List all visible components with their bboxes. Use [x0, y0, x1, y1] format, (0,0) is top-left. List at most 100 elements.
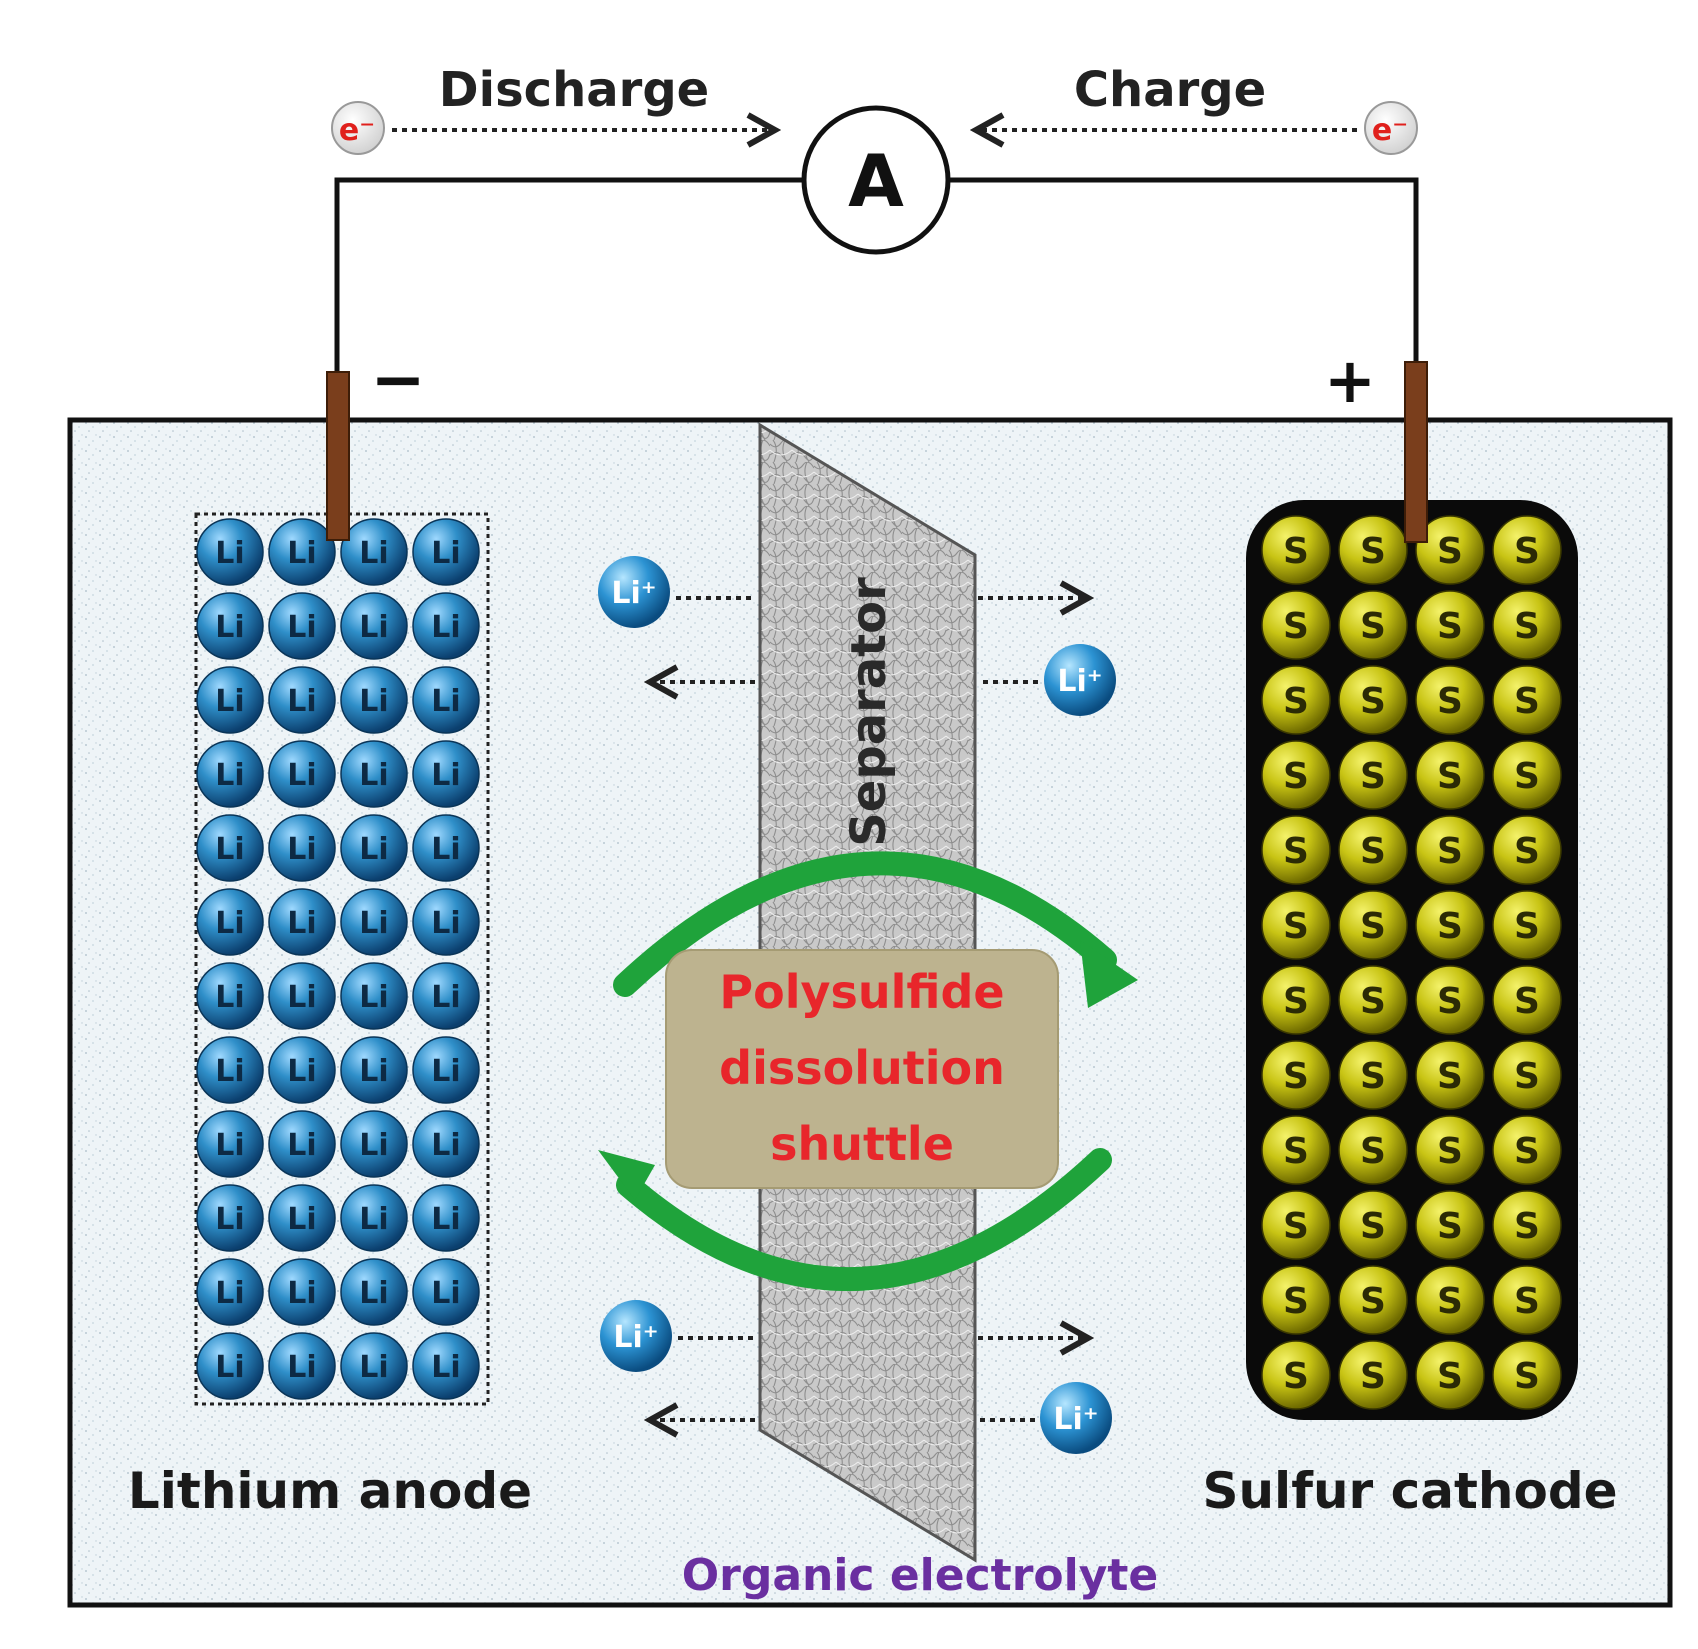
lithium-atom-label: Li: [287, 1202, 316, 1237]
lithium-atom: Li: [196, 962, 264, 1030]
lithium-atom: Li: [196, 1184, 264, 1252]
sulfur-atom-label: S: [1437, 1356, 1463, 1397]
lithium-atom-label: Li: [287, 758, 316, 793]
sulfur-atom-label: S: [1360, 756, 1386, 797]
sulfur-atom: S: [1415, 665, 1485, 735]
lithium-atom-label: Li: [431, 536, 460, 571]
lithium-atom-label: Li: [431, 832, 460, 867]
lithium-atom: Li: [340, 740, 408, 808]
sulfur-atom: S: [1492, 890, 1562, 960]
sulfur-atom: S: [1261, 1115, 1331, 1185]
lithium-ion-label: Li⁺: [613, 1320, 658, 1355]
shuttle-arrowhead-top: [1080, 940, 1138, 1008]
external-circuit: A: [334, 105, 1419, 400]
lithium-atom: Li: [196, 1036, 264, 1104]
lithium-atom: Li: [268, 1184, 336, 1252]
lithium-atom: Li: [196, 740, 264, 808]
sulfur-atom-label: S: [1360, 1056, 1386, 1097]
lithium-atom: Li: [412, 1036, 480, 1104]
sulfur-atom: S: [1492, 815, 1562, 885]
lithium-ion-top-left: Li⁺: [598, 556, 670, 628]
discharge-label: Discharge: [439, 62, 709, 118]
lithium-atom: Li: [196, 518, 264, 586]
sulfur-atom: S: [1338, 965, 1408, 1035]
sulfur-atom: S: [1261, 515, 1331, 585]
sulfur-atom: S: [1492, 1115, 1562, 1185]
lithium-ion-bottom-left: Li⁺: [600, 1300, 672, 1372]
lithium-atom-label: Li: [215, 758, 244, 793]
sulfur-atom: S: [1338, 740, 1408, 810]
lithium-atom-label: Li: [287, 1276, 316, 1311]
lithium-atom-label: Li: [359, 980, 388, 1015]
lithium-atom-label: Li: [359, 536, 388, 571]
sulfur-atom: S: [1492, 740, 1562, 810]
lithium-atom-label: Li: [215, 980, 244, 1015]
lithium-atom-label: Li: [287, 610, 316, 645]
ammeter-label: A: [848, 139, 904, 223]
lithium-atom-label: Li: [359, 1276, 388, 1311]
sulfur-atom: S: [1415, 1340, 1485, 1410]
lithium-atom-label: Li: [287, 980, 316, 1015]
sulfur-atom: S: [1338, 665, 1408, 735]
electron-left: e⁻: [331, 101, 385, 155]
lithium-ion-top-right: Li⁺: [1044, 644, 1116, 716]
lithium-atom-label: Li: [215, 1128, 244, 1163]
lithium-atom-label: Li: [215, 1202, 244, 1237]
sulfur-atom: S: [1492, 1040, 1562, 1110]
sulfur-atom: S: [1338, 815, 1408, 885]
shuttle-arrow-bottom: [616, 1148, 1112, 1292]
sulfur-atom-label: S: [1283, 606, 1309, 647]
sulfur-atom-label: S: [1514, 906, 1540, 947]
lithium-atom: Li: [268, 962, 336, 1030]
lithium-atom-label: Li: [215, 536, 244, 571]
sulfur-atom: S: [1261, 1265, 1331, 1335]
lithium-atom: Li: [340, 666, 408, 734]
lithium-atom: Li: [340, 888, 408, 956]
sulfur-atom-label: S: [1437, 1131, 1463, 1172]
lithium-atom: Li: [340, 1258, 408, 1326]
sulfur-atom-label: S: [1283, 1206, 1309, 1247]
lithium-atom-label: Li: [287, 1350, 316, 1385]
lithium-atom-label: Li: [359, 1350, 388, 1385]
sulfur-atom: S: [1492, 590, 1562, 660]
sulfur-atom-label: S: [1283, 681, 1309, 722]
lithium-atom: Li: [196, 1110, 264, 1178]
sulfur-atom-label: S: [1514, 1131, 1540, 1172]
lithium-ion-bottom-right: Li⁺: [1040, 1382, 1112, 1454]
lithium-atom-label: Li: [215, 906, 244, 941]
lithium-ion-label: Li⁺: [611, 576, 656, 611]
sulfur-atom-label: S: [1283, 1056, 1309, 1097]
lithium-atom-label: Li: [431, 758, 460, 793]
sulfur-atom: S: [1415, 590, 1485, 660]
sulfur-atom: S: [1338, 1265, 1408, 1335]
sulfur-atom-label: S: [1514, 1356, 1540, 1397]
lithium-atom: Li: [340, 518, 408, 586]
lithium-atom: Li: [340, 1036, 408, 1104]
shuttle-box: [665, 949, 1059, 1189]
sulfur-atom: S: [1261, 815, 1331, 885]
sulfur-atom: S: [1415, 1265, 1485, 1335]
sulfur-atom-label: S: [1514, 756, 1540, 797]
lithium-atom-label: Li: [215, 684, 244, 719]
electron-right-label: e⁻: [1372, 113, 1408, 148]
sulfur-atom-label: S: [1283, 831, 1309, 872]
sulfur-atom-label: S: [1360, 1356, 1386, 1397]
sulfur-atom: S: [1415, 890, 1485, 960]
lithium-atom-label: Li: [359, 684, 388, 719]
lithium-atom: Li: [412, 1110, 480, 1178]
sulfur-atom-label: S: [1360, 981, 1386, 1022]
lithium-atom-label: Li: [359, 906, 388, 941]
lithium-atom: Li: [412, 1258, 480, 1326]
sulfur-atom: S: [1415, 515, 1485, 585]
lithium-atom-label: Li: [431, 1202, 460, 1237]
lithium-atom-label: Li: [431, 684, 460, 719]
sulfur-atom-label: S: [1514, 681, 1540, 722]
lithium-atom: Li: [196, 592, 264, 660]
lithium-atom-label: Li: [287, 832, 316, 867]
sulfur-atom: S: [1338, 1040, 1408, 1110]
lithium-atom: Li: [196, 1332, 264, 1400]
sulfur-atom: S: [1415, 740, 1485, 810]
lithium-atom-label: Li: [215, 1350, 244, 1385]
lithium-atom: Li: [268, 1332, 336, 1400]
